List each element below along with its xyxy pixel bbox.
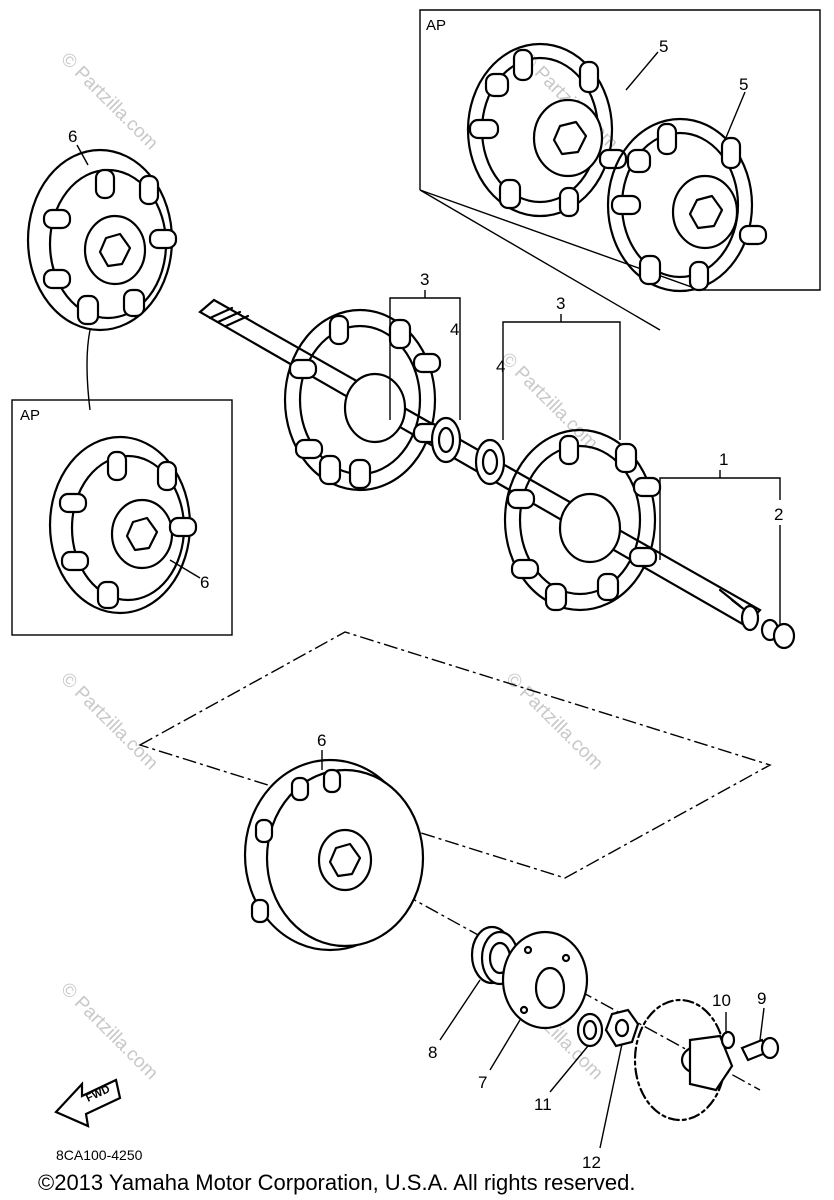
nut-part-12 [604,1008,640,1048]
callout-1: 1 [719,450,728,469]
sprocket-part-5-b [606,117,768,293]
callout-2: 2 [774,505,783,524]
sprocket-part-3-a [283,308,442,492]
callout-labels: 1 2 3 3 4 4 5 5 6 6 6 7 8 9 10 11 12 [68,37,783,1172]
axle-end-flange [633,998,734,1122]
washer-part-11-bore [582,1019,598,1041]
callout-10: 10 [712,991,731,1010]
copyright-notice: ©2013 Yamaha Motor Corporation, U.S.A. A… [38,1170,635,1195]
bolt-part-9 [740,1036,780,1062]
callout-brackets [389,290,781,625]
sprocket-part-5-a [466,42,628,218]
hub-plate-part-7 [501,930,589,1030]
callout-leaders-bottom [76,51,765,1149]
callout-3: 3 [420,270,429,289]
callout-8: 8 [428,1043,437,1062]
forward-arrow-icon: FWD [54,1078,122,1128]
washer-part-11 [576,1012,604,1048]
watermark: © Partzilla.com [501,669,606,774]
callout-9: 9 [757,989,766,1008]
inset-box-top-right: AP [419,9,821,331]
callout-4: 4 [450,320,459,339]
callout-12: 12 [582,1153,601,1172]
inset-label: AP [426,17,446,34]
callout-4: 4 [496,357,505,376]
bolt-part-2 [760,618,796,650]
watermark: © Partzilla.com [56,669,161,774]
callout-3: 3 [556,294,565,313]
callout-6: 6 [317,731,326,750]
lock-washer-part-10 [720,1030,736,1050]
callout-6: 6 [68,127,77,146]
watermark: © Partzilla.com [56,979,161,1084]
spacer-part-4-b [474,438,506,486]
callout-7: 7 [478,1073,487,1092]
diagram-code: 8CA100-4250 [56,1147,143,1163]
nut-part-12-bore [614,1018,630,1038]
callout-5: 5 [659,37,668,56]
spacer-part-4-a [430,416,462,464]
leader-line [419,189,661,331]
callout-11: 11 [534,1095,552,1114]
inset-frame [11,399,233,636]
sprocket-part-6-b [48,435,198,615]
inset-box-left: AP [11,399,233,636]
leader-line [86,329,91,411]
callout-6: 6 [200,573,209,592]
inset-label: AP [20,407,40,424]
exploded-axis-outline [138,631,772,879]
callout-5: 5 [739,75,748,94]
sprocket-part-6-a [26,148,178,332]
sprocket-part-3-b [503,428,662,612]
idler-wheel-part-6-c [243,758,425,952]
